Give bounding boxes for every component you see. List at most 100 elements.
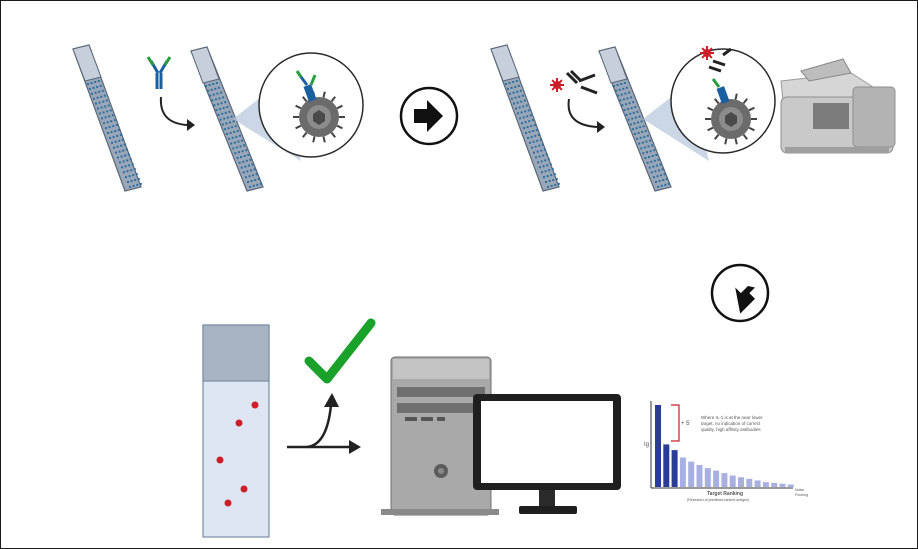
array-spot: [646, 134, 649, 137]
array-spot: [134, 179, 137, 181]
array-spot: [233, 141, 236, 144]
virus-spike: [330, 96, 336, 103]
array-spot: [539, 166, 541, 169]
array-spot: [118, 139, 121, 142]
array-spot: [531, 119, 534, 122]
ranking-bar: [679, 457, 686, 487]
array-spot: [112, 135, 115, 138]
dye-ray: [701, 54, 706, 59]
array-spot: [131, 163, 134, 166]
array-spot: [622, 87, 625, 90]
array-spot: [132, 174, 135, 177]
array-spot: [646, 151, 648, 154]
array-spot: [655, 181, 657, 183]
array-spot: [123, 171, 125, 174]
ranking-caption-line-1: Where IL-1 is at the near lower: [701, 415, 763, 420]
array-spot: [651, 155, 654, 157]
array-spot: [101, 89, 104, 92]
array-spot: [628, 91, 630, 94]
array-spot: [524, 110, 527, 113]
array-spot: [126, 159, 129, 162]
array-spot: [557, 182, 560, 185]
array-spot: [232, 147, 235, 150]
ranking-bar: [762, 482, 769, 487]
array-spot: [543, 176, 545, 179]
array-spot: [105, 99, 108, 102]
array-spot: [515, 80, 518, 82]
array-spot: [507, 87, 509, 90]
array-spot: [535, 156, 537, 159]
array-spot: [111, 114, 114, 117]
array-spot: [107, 132, 109, 134]
array-spot: [243, 155, 246, 157]
array-spot: [515, 107, 517, 110]
zoom-circle-2: [670, 46, 776, 154]
array-slide-3: [490, 44, 560, 192]
array-spot: [649, 139, 651, 142]
virus-spike: [734, 138, 738, 145]
array-spot: [521, 122, 523, 125]
array-spot: [130, 180, 133, 182]
array-spot: [520, 111, 523, 114]
array-spot: [231, 136, 234, 139]
array-spot: [124, 154, 127, 157]
array-spot: [644, 130, 647, 132]
array-spot: [95, 102, 97, 105]
array-spot: [550, 184, 553, 187]
array-spot: [538, 155, 541, 158]
array-spot: [252, 174, 255, 177]
virus-spike: [336, 124, 343, 130]
array-spot: [226, 116, 229, 119]
array-spot: [537, 161, 539, 164]
array-spot: [620, 83, 623, 85]
array-spot: [223, 117, 226, 120]
array-spot: [512, 91, 515, 94]
array-spot: [518, 106, 521, 109]
ranking-bar: [746, 478, 753, 487]
array-spot: [537, 133, 540, 136]
array-spot: [658, 180, 661, 182]
ranking-xsub: (Research of predicted ranked antigen): [687, 498, 749, 502]
array-spot: [635, 127, 638, 130]
array-spot: [238, 134, 241, 137]
array-spot: [106, 110, 109, 113]
array-spot: [642, 125, 645, 128]
virus-spike: [714, 98, 720, 105]
array-spot: [210, 88, 213, 91]
array-spot: [540, 149, 543, 152]
array-spot: [218, 97, 221, 100]
array-spot: [240, 166, 243, 169]
array-spot: [115, 124, 118, 127]
array-spot: [508, 82, 511, 84]
array-spot: [117, 156, 119, 159]
array-spot: [235, 146, 238, 149]
array-spot: [101, 117, 103, 120]
array-spot: [518, 95, 521, 98]
array-spot: [656, 175, 659, 178]
virus-spike: [322, 136, 326, 143]
ranking-caption-line-3: quality, high affinity antibodies: [701, 427, 761, 432]
array-spot: [511, 97, 513, 100]
array-spots: [505, 80, 560, 188]
array-spot: [625, 103, 627, 106]
array-spot: [643, 135, 646, 138]
array-spot: [108, 126, 111, 129]
array-spot: [633, 122, 636, 125]
array-spot: [525, 104, 528, 107]
array-spot: [623, 82, 626, 84]
array-spot: [532, 140, 535, 143]
ranking-end-label-2: Flooring: [795, 493, 808, 497]
array-spot: [212, 83, 215, 85]
array-spot: [640, 147, 643, 150]
array-spot: [658, 169, 660, 172]
array-spot: [641, 141, 644, 144]
array-spot: [522, 105, 525, 108]
array-spot: [236, 130, 239, 132]
array-spot: [254, 179, 257, 181]
array-spot: [215, 82, 218, 84]
virus-spike: [714, 133, 720, 140]
array-spot: [114, 140, 117, 143]
ranking-bar: [754, 480, 761, 487]
zoom-circle-1: [258, 52, 364, 158]
